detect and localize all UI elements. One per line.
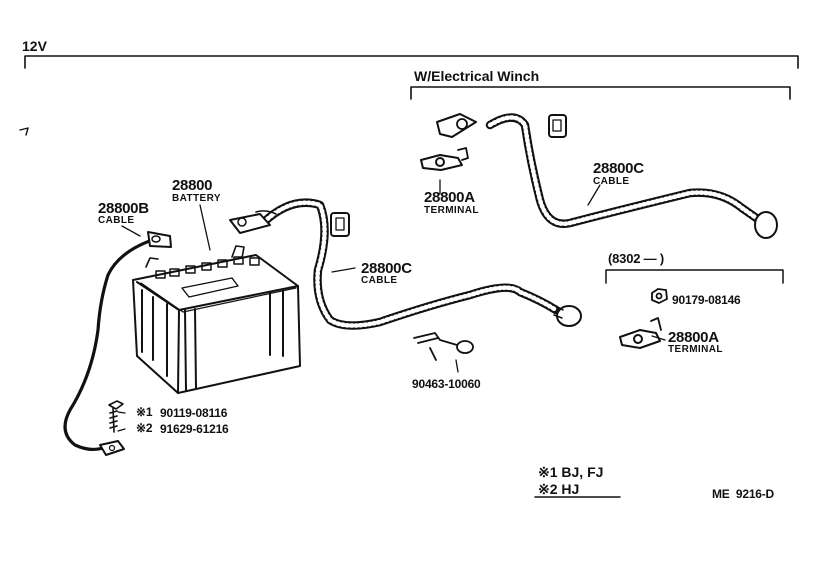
scope-bracket-12v [24, 55, 799, 69]
serial-range-label: (8302 — ) [608, 251, 665, 266]
nut-part-no: 90179-08146 [672, 293, 741, 307]
main-cable [229, 198, 582, 330]
winch-terminal-name: TERMINAL [424, 205, 479, 216]
scope-bracket-serial [605, 269, 784, 284]
voltage-label: 12V [22, 38, 47, 54]
stray-mark [19, 127, 29, 136]
drawing-code: ME 9216-D [712, 487, 775, 501]
winch-cable-part-no: 28800C [593, 160, 644, 177]
bolt-2-part-no: 91629-61216 [160, 422, 229, 436]
battery-name: BATTERY [172, 193, 221, 204]
ground-cable-part-no: 28800B [98, 200, 149, 217]
note-1: ※1 BJ, FJ [538, 464, 604, 480]
note-2: ※2 HJ [538, 481, 580, 497]
bolt-1-part-no: 90119-08116 [160, 406, 228, 420]
winch-cable-name: CABLE [593, 176, 630, 187]
winch-terminal [420, 147, 469, 171]
winch-option-label: W/Electrical Winch [414, 68, 540, 84]
serial-terminal [619, 317, 662, 349]
ground-cable-name: CABLE [98, 215, 135, 226]
winch-terminal-part-no: 28800A [424, 189, 475, 206]
bolt-2-mark: ※2 [136, 421, 153, 435]
nut-icon [651, 288, 668, 304]
winch-cable [436, 113, 778, 239]
bolt-1-mark: ※1 [136, 405, 153, 419]
serial-terminal-part-no: 28800A [668, 329, 719, 346]
bolt-icon [108, 400, 124, 433]
ground-cable [63, 231, 172, 456]
battery-part-no: 28800 [172, 177, 213, 194]
main-cable-name: CABLE [361, 275, 398, 286]
serial-terminal-name: TERMINAL [668, 344, 723, 355]
battery-drawing [132, 245, 301, 394]
clamp-part-no: 90463-10060 [412, 377, 481, 391]
scope-bracket-winch [410, 86, 791, 100]
main-cable-part-no: 28800C [361, 260, 412, 277]
clamp-icon [413, 332, 474, 361]
